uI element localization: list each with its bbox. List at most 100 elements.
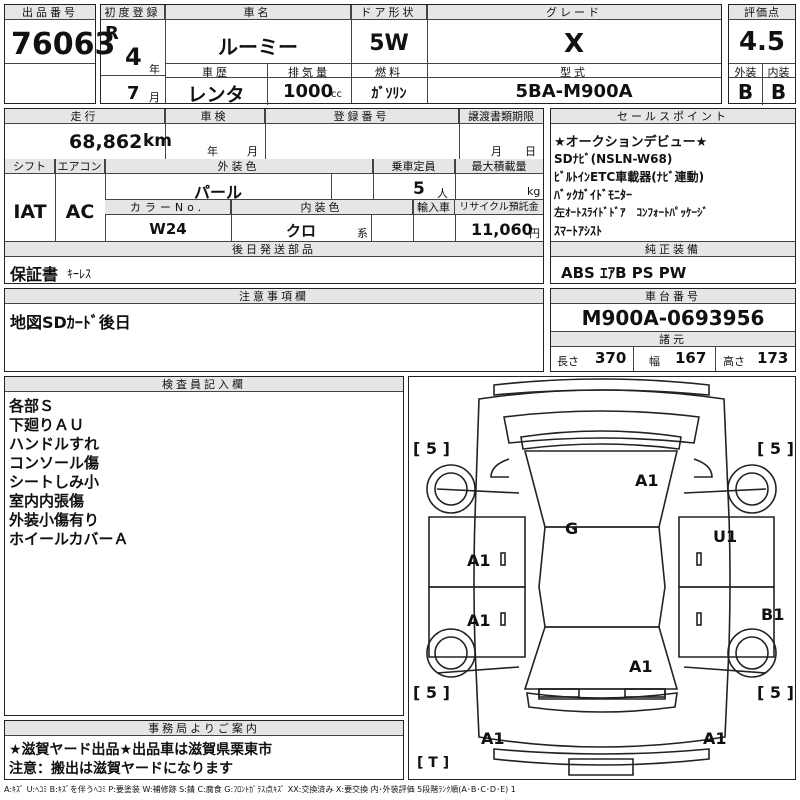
- exterior-grade: B: [737, 80, 754, 104]
- later-parts-main: 保証書: [10, 265, 59, 284]
- car-diagram: [426, 378, 777, 776]
- damage-right-front-door: U1: [713, 527, 738, 546]
- lot-number-box: 出品番号 76063: [4, 4, 115, 104]
- tire-front-left: [ 5 ]: [413, 439, 450, 458]
- sales-point-5: 左ｵｰﾄｽﾗｲﾄﾞﾄﾞｱ ｺﾝﾌｫｰﾄﾊﾟｯｹｰｼﾞ: [554, 206, 708, 219]
- chassis-number: M900A-0693956: [581, 306, 765, 330]
- year-unit: 年: [149, 63, 160, 76]
- damage-rear-window: A1: [629, 657, 653, 676]
- height: 173: [757, 349, 789, 367]
- capacity-label: 乗車定員: [373, 159, 455, 174]
- inspector-line-7: 外装小傷有り: [9, 511, 100, 529]
- notes-box: 注意事項欄 地図SDｶｰﾄﾞ後日: [4, 288, 544, 372]
- history: レンタ: [187, 84, 245, 106]
- damage-left-rear-door: A1: [467, 611, 491, 630]
- inspector-line-8: ホイールカバーＡ: [9, 530, 129, 548]
- sales-points-label: セールスポイント: [551, 109, 795, 124]
- inspector-box: 検査員記入欄 各部Ｓ 下廻りＡＵ ハンドルすれ コンソール傷 シートしみ小 室内…: [4, 376, 404, 716]
- year: 4: [125, 43, 142, 71]
- capacity-unit: 人: [437, 187, 448, 200]
- sales-point-2: SDﾅﾋﾞ(NSLN-W68): [554, 152, 673, 166]
- inspector-line-2: 下廻りＡＵ: [9, 416, 85, 434]
- inspection-year-unit: 年: [207, 145, 218, 158]
- damage-left-front-door: A1: [467, 551, 491, 570]
- displacement: 1000: [283, 81, 334, 102]
- score: 4.5: [738, 27, 786, 57]
- model: 5BA-M900A: [515, 81, 633, 102]
- reg-no-label: 登録番号: [265, 109, 459, 124]
- dimensions-label: 諸元: [551, 332, 795, 347]
- color-number: W24: [149, 220, 187, 238]
- grade: X: [563, 29, 585, 59]
- sales-point-4: ﾊﾞｯｸｶﾞｲﾄﾞﾓﾆﾀｰ: [554, 188, 633, 202]
- equipment-label: 純正装備: [551, 242, 795, 257]
- recycle-label: リサイクル預託金: [455, 200, 543, 215]
- month-unit: 月: [149, 91, 160, 104]
- ac-label: エアコン: [55, 159, 105, 174]
- later-parts-label: 後日発送部品: [5, 242, 543, 257]
- door-type: 5W: [369, 31, 409, 56]
- recycle-unit: 円: [529, 227, 540, 240]
- car-name: ルーミー: [218, 35, 298, 59]
- sales-point-1: ★オークションデビュー★: [554, 135, 708, 150]
- damage-hood: A1: [635, 471, 659, 490]
- car-name-label: 車名: [165, 5, 351, 20]
- displacement-label: 排気量: [288, 66, 330, 79]
- damage-rear-left-bumper: A1: [481, 729, 505, 748]
- length-label: 長さ: [557, 355, 579, 368]
- vehicle-info-box: 走行 車検 登録番号 譲渡書類期限 68,862 km 年 月 月 日 シフト …: [4, 108, 544, 284]
- score-box: 評価点 4.5 外装 内装 B B: [728, 4, 796, 105]
- damage-windshield: G: [565, 519, 579, 538]
- tire-rear-left: [ 5 ]: [413, 683, 450, 702]
- ac: AC: [65, 201, 95, 223]
- inspector-line-6: 室内内張傷: [9, 492, 85, 510]
- legend: A:ｷｽﾞ U:ﾍｺﾐ B:ｷｽﾞを伴うﾍｺﾐ P:要塗装 W:補修跡 S:錆 …: [4, 785, 516, 794]
- lot-number-label: 出品番号: [5, 5, 95, 20]
- transfer-month-unit: 月: [491, 145, 502, 158]
- length: 370: [595, 349, 627, 367]
- displacement-unit: cc: [331, 89, 342, 100]
- interior-color: クロ: [285, 222, 316, 240]
- inspector-line-4: コンソール傷: [9, 454, 100, 472]
- notes-label: 注意事項欄: [5, 289, 543, 304]
- shift: IAT: [13, 201, 47, 223]
- transfer-label: 譲渡書類期限: [459, 109, 543, 124]
- later-parts-sub: ｷｰﾚｽ: [67, 267, 92, 281]
- car-diagram-box: [ 5 ] [ 5 ] [ 5 ] [ 5 ] [ T ] A1 G U1 A1…: [408, 376, 796, 780]
- era: R: [105, 23, 119, 44]
- office-notice-box: 事務局よりご案内 ★滋賀ヤード出品★出品車は滋賀県栗東市 注意：搬出は滋賀ヤード…: [4, 720, 404, 780]
- lot-number: 76063: [11, 27, 116, 62]
- tire-spare: [ T ]: [417, 755, 450, 771]
- exterior-label: 外装: [734, 66, 757, 79]
- exterior-color: パール: [193, 183, 242, 202]
- interior-color-unit: 系: [357, 227, 368, 240]
- inspector-line-3: ハンドルすれ: [9, 435, 100, 453]
- interior-color-label: 内装色: [231, 200, 413, 215]
- color-no-label: カラーNo.: [105, 200, 231, 215]
- sales-points-box: セールスポイント ★オークションデビュー★ SDﾅﾋﾞ(NSLN-W68) ﾋﾞ…: [550, 108, 796, 284]
- interior-label: 内装: [767, 66, 790, 79]
- tire-rear-right: [ 5 ]: [757, 683, 794, 702]
- score-label: 評価点: [729, 5, 795, 20]
- mileage-label: 走行: [5, 109, 165, 124]
- inspection-month-unit: 月: [247, 145, 258, 158]
- office-notice-label: 事務局よりご案内: [5, 721, 403, 736]
- damage-right-rear-fender: B1: [761, 605, 785, 624]
- office-notice-line-2: 注意：搬出は滋賀ヤードになります: [9, 761, 233, 777]
- door-label: ドア形状: [351, 5, 427, 20]
- equipment-list: ABS ｴｱB PS PW: [561, 264, 687, 282]
- color-label: 外装色: [105, 159, 373, 174]
- interior-grade: B: [770, 80, 787, 104]
- model-label: 型式: [560, 66, 588, 79]
- sales-point-6: ｽﾏｰﾄｱｼｽﾄ: [554, 224, 603, 238]
- shift-label: シフト: [5, 159, 55, 174]
- recycle-fee: 11,060: [471, 220, 533, 239]
- max-load-unit: kg: [527, 185, 541, 198]
- height-label: 高さ: [723, 355, 745, 368]
- import-label: 輸入車: [413, 200, 455, 215]
- width-label: 幅: [649, 355, 660, 368]
- mileage: 68,862: [69, 131, 143, 153]
- tire-front-right: [ 5 ]: [757, 439, 794, 458]
- history-label: 車歴: [202, 66, 230, 79]
- header-box: 初度登録 車名 ドア形状 グレード R 4 年 7 月 ルーミー 5W X 車歴…: [100, 4, 722, 106]
